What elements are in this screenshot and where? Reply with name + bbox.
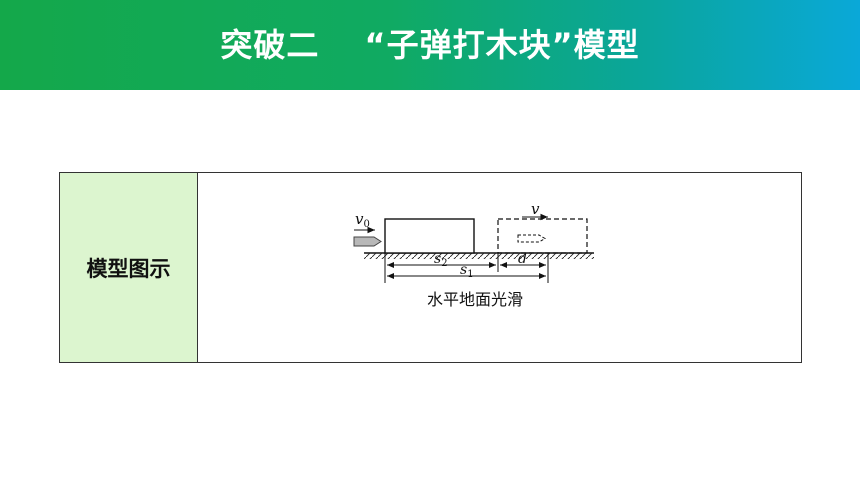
d-label: d	[518, 251, 527, 267]
embedded-bullet-icon	[517, 234, 546, 243]
model-diagram-label: 模型图示	[86, 256, 171, 281]
figure-caption: 水平地面光滑	[427, 290, 523, 309]
final-block	[497, 218, 588, 254]
ground-hatch	[364, 253, 594, 259]
label-cell: 模型图示	[60, 173, 198, 362]
model-table: 模型图示 v0	[59, 172, 802, 363]
initial-block	[384, 218, 475, 254]
v0-label: v0	[355, 210, 370, 230]
bullet-icon	[353, 236, 382, 247]
s1-label: s1	[460, 262, 474, 280]
figure-cell: v0 v s2 d s1 水平地面光滑	[198, 173, 801, 362]
s2-label: s2	[434, 251, 448, 269]
header-banner	[0, 0, 860, 90]
page-title: 突破二 “子弹打木块”模型	[220, 26, 640, 64]
v-label: v	[531, 200, 540, 218]
bullet-block-diagram: v0 v s2 d s1 水平地面光滑	[353, 200, 594, 309]
